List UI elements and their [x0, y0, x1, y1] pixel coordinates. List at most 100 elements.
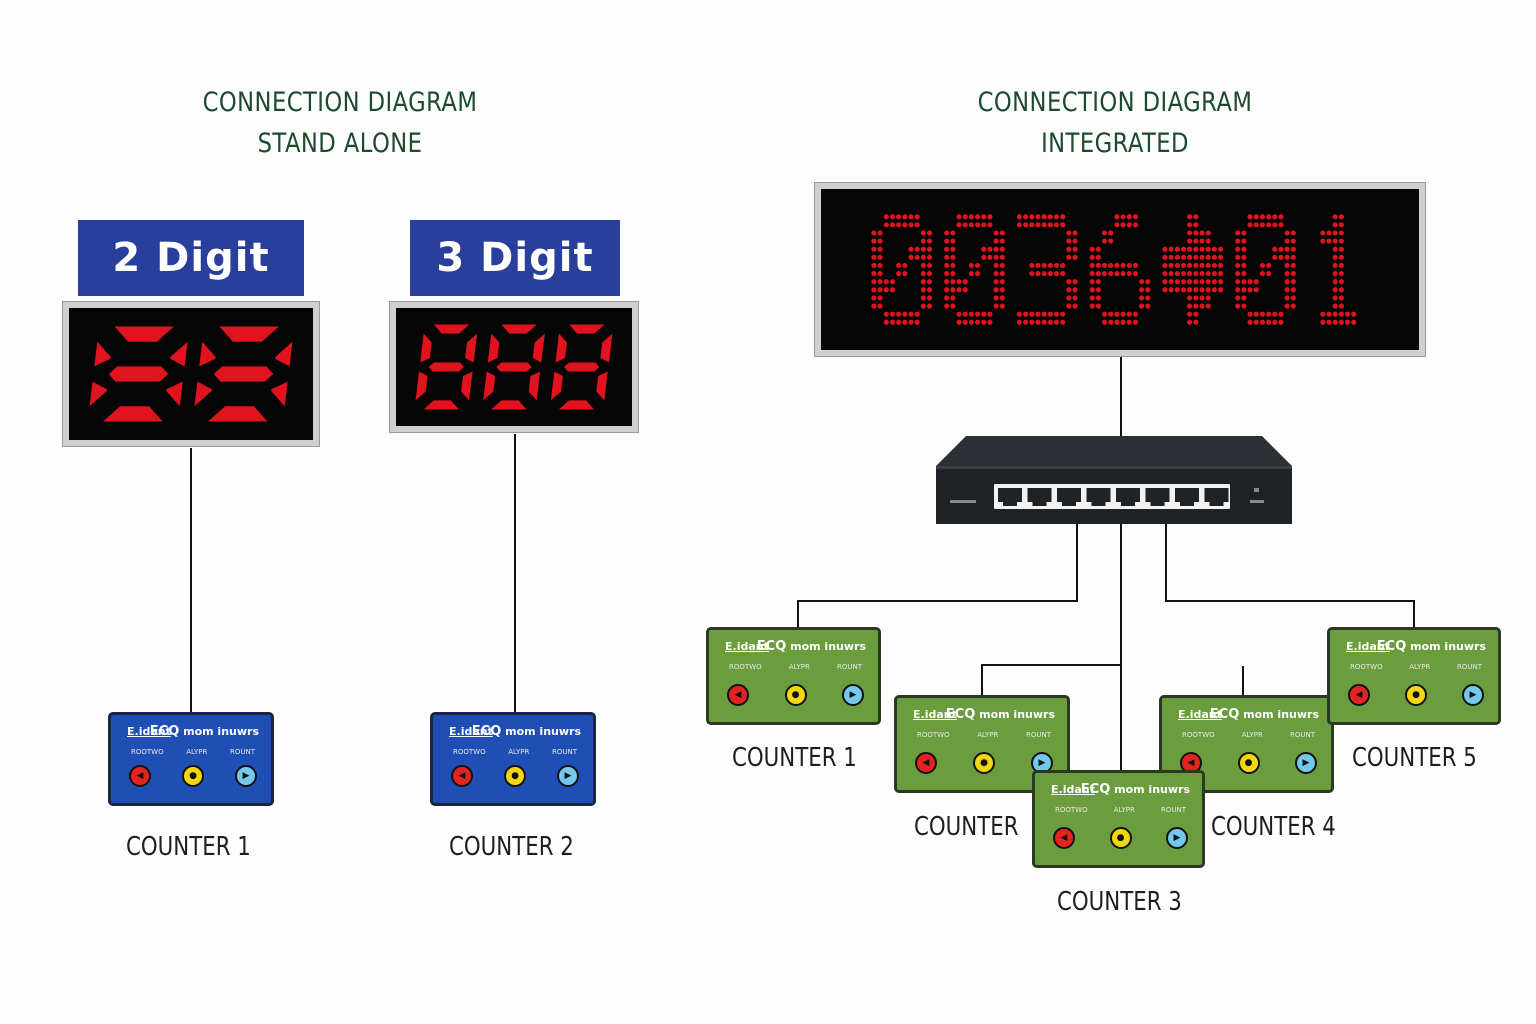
led-dot [914, 254, 920, 260]
led-dot [1193, 270, 1199, 277]
select-dot-icon[interactable]: ● [1237, 752, 1260, 774]
led-segment [483, 371, 496, 401]
led-dot [1060, 311, 1066, 317]
counter-tag: ALYPR [186, 748, 208, 756]
led-dot [944, 287, 950, 293]
led-dot [1235, 287, 1241, 293]
led-dot [1217, 287, 1224, 293]
led-segment [563, 362, 600, 372]
back-arrow-icon[interactable]: ◀ [451, 765, 473, 787]
led-dot [950, 295, 956, 301]
led-dot [877, 238, 883, 244]
led-dot [1187, 246, 1193, 252]
led-dot [1205, 279, 1211, 285]
led-dot [926, 262, 933, 269]
led-dot [1338, 270, 1344, 277]
led-segment [89, 381, 107, 407]
led-segment [496, 362, 532, 372]
ethernet-port [1204, 488, 1229, 506]
led-dot [1120, 214, 1126, 220]
back-arrow-icon[interactable]: ◀ [1348, 684, 1370, 706]
led-dot [1126, 311, 1132, 317]
counter-tag: ROOTWO [1055, 806, 1088, 814]
led-dot [1095, 246, 1101, 252]
led-dot [981, 311, 987, 317]
back-arrow-icon[interactable]: ◀ [129, 765, 151, 787]
led-dot [920, 262, 926, 269]
led-dot [1332, 303, 1338, 309]
led-dot [1272, 222, 1278, 228]
led-dot [1338, 295, 1344, 301]
led-dot [987, 246, 993, 252]
play-icon[interactable]: ▶ [1166, 827, 1188, 849]
play-icon[interactable]: ▶ [235, 765, 257, 787]
led-dot [920, 254, 926, 260]
led-dot [1126, 270, 1132, 277]
led-dot [1089, 303, 1095, 309]
integrated-title: CONNECTION DIAGRAM INTEGRATED [968, 82, 1262, 164]
led-dot [1162, 270, 1168, 277]
select-dot-icon[interactable]: ● [973, 752, 995, 774]
led-dot [1187, 295, 1193, 301]
led-segment [170, 341, 188, 367]
integrated-counter3-label: COUNTER 3 [1057, 887, 1182, 917]
ethernet-port [1116, 488, 1140, 506]
led-dot [1145, 287, 1151, 293]
play-icon[interactable]: ▶ [842, 684, 864, 706]
led-dot [1016, 311, 1023, 317]
led-dot [968, 214, 974, 220]
led-segment [271, 381, 288, 407]
select-dot-icon[interactable]: ● [784, 684, 807, 706]
led-dot [1145, 295, 1151, 301]
select-dot-icon[interactable]: ● [504, 765, 526, 787]
led-dot [1235, 270, 1241, 277]
wire-standalone-2 [514, 434, 516, 712]
led-segment [415, 371, 428, 401]
led-dot [987, 214, 993, 220]
select-dot-icon[interactable]: ● [182, 765, 204, 787]
led-dot [896, 319, 902, 325]
led-dot [1320, 238, 1326, 244]
counter-brand: E.idant [449, 725, 493, 738]
led-dot [883, 222, 889, 228]
select-dot-icon[interactable]: ● [1405, 684, 1427, 706]
led-dot [1089, 262, 1095, 269]
led-dot [1338, 303, 1344, 309]
led-dot [1035, 270, 1041, 277]
counter-tag: ROUNT [1160, 806, 1186, 814]
led-dot [1253, 214, 1259, 220]
led-dot [1162, 287, 1168, 293]
led-dot [871, 270, 877, 277]
led-segment [94, 341, 111, 367]
led-dot [1187, 311, 1193, 317]
play-icon[interactable]: ▶ [1295, 752, 1317, 774]
led-dot [950, 254, 956, 260]
back-arrow-icon[interactable]: ◀ [1053, 827, 1075, 849]
seven-segment-digit [194, 326, 293, 422]
led-segment [420, 333, 432, 363]
led-dot [968, 262, 974, 269]
back-arrow-icon[interactable]: ◀ [727, 684, 749, 706]
led-dot [1047, 262, 1053, 269]
led-dot [1235, 238, 1241, 244]
led-dot [950, 270, 956, 277]
play-icon[interactable]: ▶ [1462, 684, 1484, 706]
led-dot [1241, 238, 1247, 244]
play-icon[interactable]: ▶ [557, 765, 579, 787]
led-dot [1132, 214, 1139, 220]
counter-tag: ROUNT [1025, 731, 1051, 739]
wire-counter4-stub [1242, 666, 1244, 696]
back-arrow-icon[interactable]: ◀ [915, 752, 937, 774]
counter-buttons: ◀ ● ▶ [727, 684, 864, 706]
led-segment [207, 406, 268, 422]
play-icon[interactable]: ▶ [1031, 752, 1053, 774]
led-segment [555, 333, 567, 363]
led-dot [1072, 254, 1078, 260]
led-segment [103, 406, 163, 422]
led-dot [1023, 311, 1029, 317]
select-dot-icon[interactable]: ● [1109, 827, 1132, 849]
led-dot [1089, 295, 1095, 301]
led-dot [883, 319, 889, 325]
led-dot [993, 246, 999, 252]
led-dot [1180, 254, 1187, 260]
